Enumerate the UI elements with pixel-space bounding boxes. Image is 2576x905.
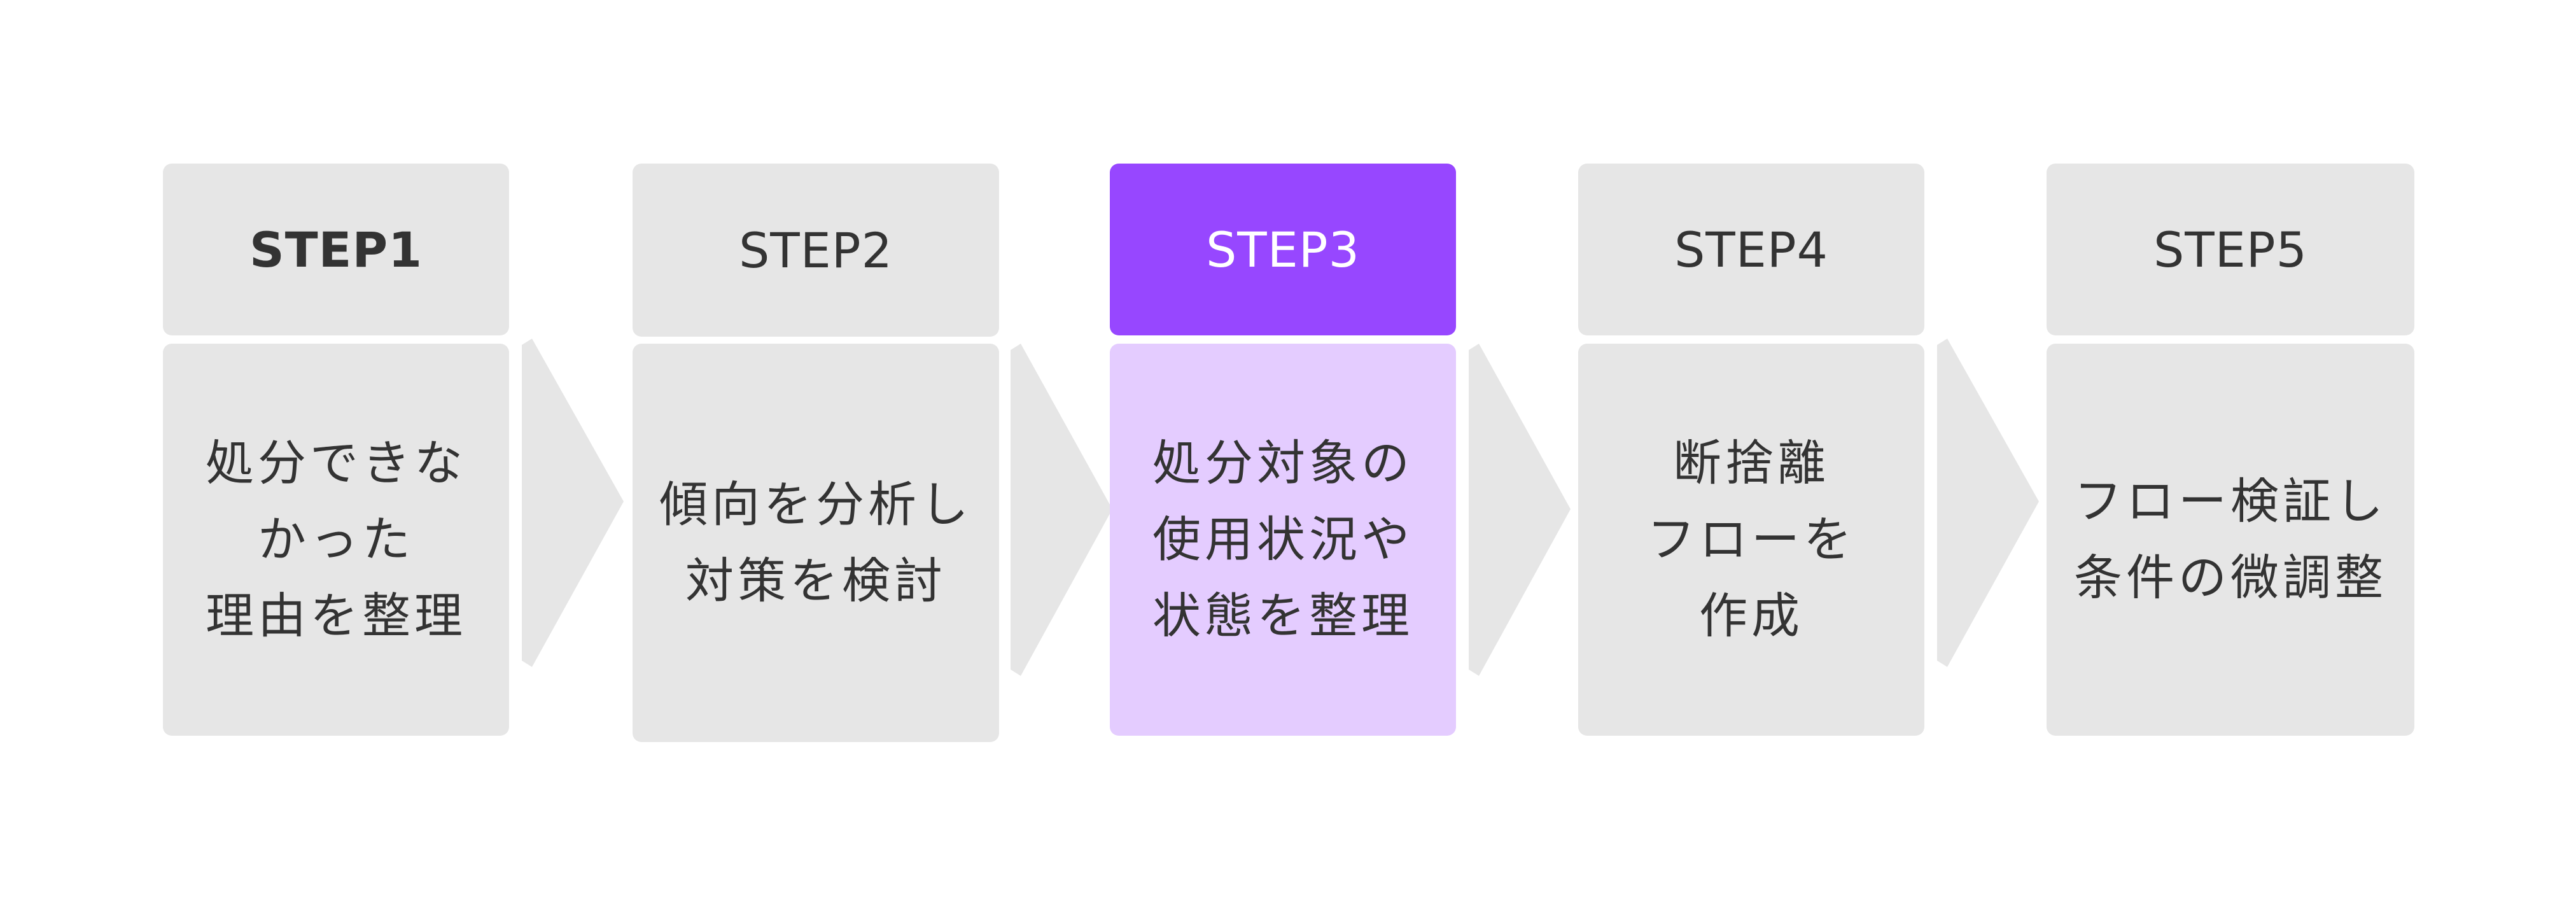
arrow-icon xyxy=(519,336,627,670)
step1-header: STEP1 xyxy=(163,164,509,335)
step4-text: 断捨離 フローを 作成 xyxy=(1647,435,1856,644)
step4-header: STEP4 xyxy=(1578,164,1924,335)
step1-body: 処分できな かった 理由を整理 xyxy=(163,344,509,736)
arrow-icon xyxy=(1466,341,1574,678)
arrow-icon xyxy=(1008,341,1116,678)
step1-text: 処分できな かった 理由を整理 xyxy=(206,435,466,644)
step4-body: 断捨離 フローを 作成 xyxy=(1578,344,1924,736)
step5-header: STEP5 xyxy=(2047,164,2414,335)
step3-text: 処分対象の 使用状況や 状態を整理 xyxy=(1152,435,1413,644)
arrow-icon xyxy=(1935,336,2043,670)
step5-body: フロー検証し 条件の微調整 xyxy=(2047,344,2414,736)
step3-header: STEP3 xyxy=(1110,164,1456,335)
step2-text: 傾向を分析し 対策を検討 xyxy=(659,476,972,609)
step3-body: 処分対象の 使用状況や 状態を整理 xyxy=(1110,344,1456,736)
step5-text: フロー検証し 条件の微調整 xyxy=(2074,473,2387,606)
step2-body: 傾向を分析し 対策を検討 xyxy=(633,344,999,742)
step2-header: STEP2 xyxy=(633,164,999,337)
